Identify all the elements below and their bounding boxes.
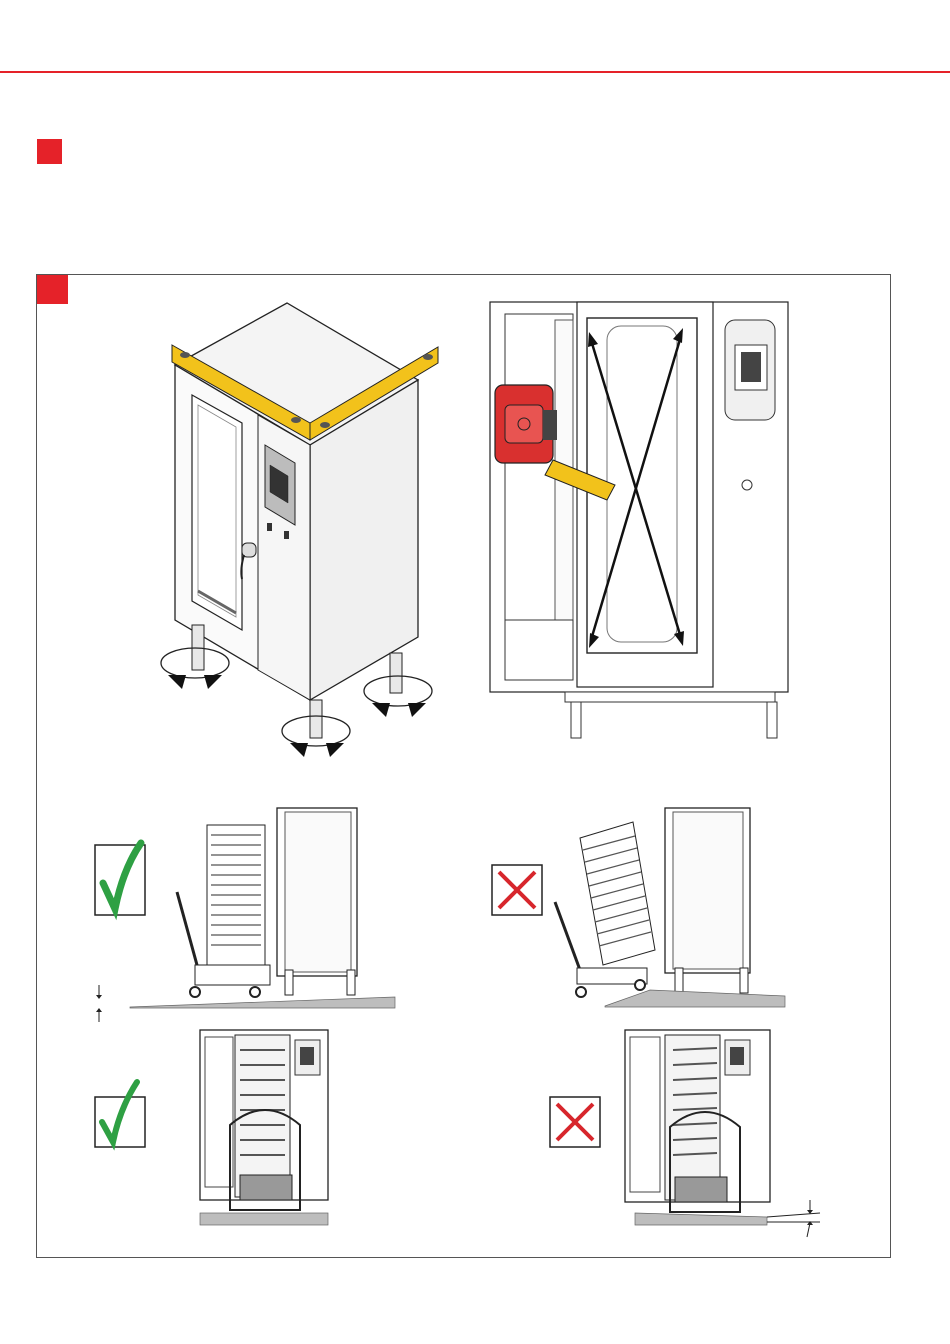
oven-leveling-illustration	[150, 295, 460, 770]
diagonal-measure-illustration	[485, 290, 795, 745]
trolley-side-wrong-illustration	[485, 800, 795, 1015]
header-rule	[0, 71, 950, 73]
trolley-side-ok-illustration	[85, 800, 405, 1025]
section-marker	[37, 139, 62, 164]
trolley-front-ok-illustration	[90, 1025, 335, 1230]
trolley-front-wrong-illustration	[545, 1025, 830, 1240]
